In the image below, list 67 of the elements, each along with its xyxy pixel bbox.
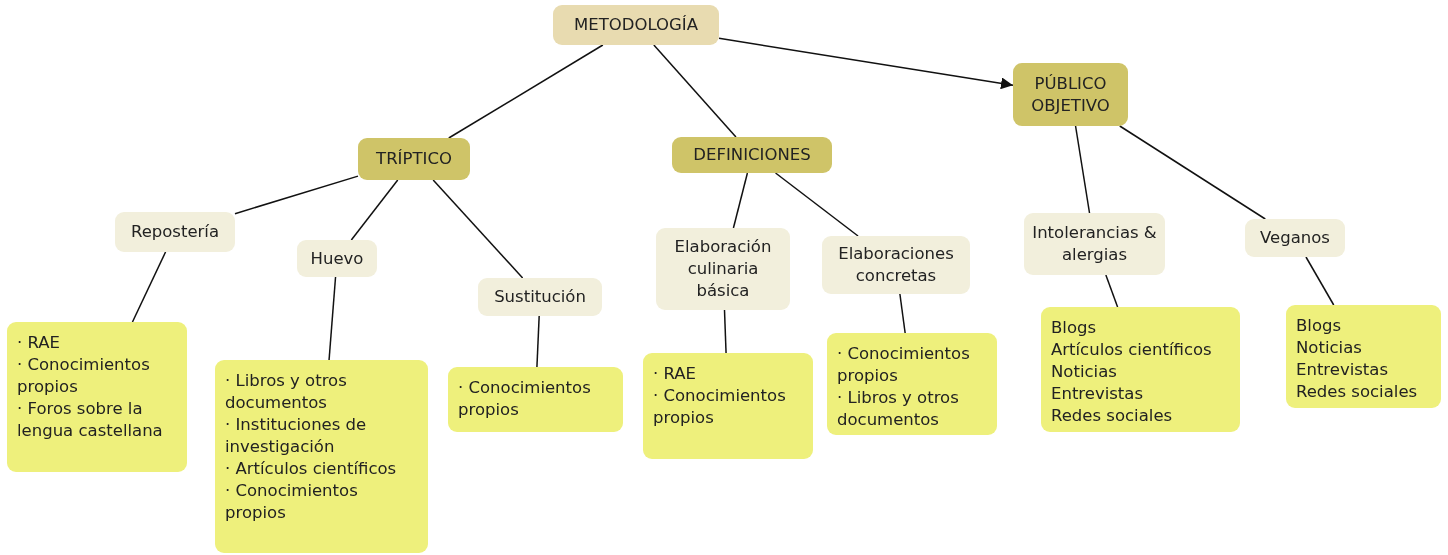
list-item: Redes sociales (1051, 405, 1173, 427)
node-label: DEFINICIONES (693, 144, 811, 166)
source-list-box (1041, 307, 1240, 432)
node-label: Veganos (1260, 227, 1330, 249)
topic-box (553, 5, 719, 45)
node-label: TRÍPTICO (376, 148, 452, 170)
subtopic-box (297, 240, 377, 277)
node-label: PÚBLICO OBJETIVO (1030, 72, 1111, 117)
subtopic-box (1245, 219, 1345, 257)
connector-line (536, 315, 540, 368)
node-label: Intolerancias & alergias (1031, 222, 1158, 266)
list-item: · RAE (653, 363, 696, 385)
subtopic-box (478, 278, 602, 316)
list-item: · Conocimientos propios (653, 385, 787, 429)
source-list-box (215, 360, 428, 553)
list-item: · Foros sobre la lengua castellana (17, 398, 164, 442)
connector-line (131, 251, 167, 323)
list-item: · Conocimientos propios (17, 354, 151, 398)
topic-box (358, 138, 470, 180)
list-item: · Conocimientos propios (837, 343, 971, 387)
source-list-box (1286, 305, 1441, 408)
list-item: · Libros y otros documentos (837, 387, 960, 431)
connector-line (234, 175, 359, 215)
connector-line (350, 179, 399, 241)
list-item: · Conocimientos propios (458, 377, 592, 421)
connector-line (1305, 256, 1335, 306)
list-item: · Instituciones de investigación (225, 414, 368, 458)
connector-line (899, 293, 906, 334)
connector-line (723, 309, 727, 354)
subtopic-box (656, 228, 790, 310)
node-label: Huevo (310, 247, 364, 270)
list-item: · RAE (17, 332, 60, 354)
node-label: Elaboración culinaria básica (673, 236, 773, 302)
list-item: Noticias (1296, 337, 1362, 359)
connector-line (1105, 274, 1119, 308)
connector-line (448, 44, 604, 139)
source-list-box (827, 333, 997, 435)
node-label: Elaboraciones concretas (837, 243, 955, 287)
list-item: Noticias (1051, 361, 1117, 383)
source-list-box (448, 367, 623, 432)
list-item: Blogs (1296, 315, 1342, 337)
list-item: · Libros y otros documentos (225, 370, 348, 414)
subtopic-box (1024, 213, 1165, 275)
list-item: Entrevistas (1296, 359, 1389, 381)
node-label: METODOLOGÍA (574, 14, 698, 36)
source-list-box (643, 353, 813, 459)
subtopic-box (822, 236, 970, 294)
node-label: Repostería (130, 221, 220, 243)
list-item: Artículos científicos (1051, 339, 1212, 361)
connector-line (732, 172, 749, 229)
list-item: Entrevistas (1051, 383, 1144, 405)
arrow (718, 37, 1014, 90)
topic-box (1013, 63, 1128, 126)
source-list-box (7, 322, 187, 472)
connector-line (774, 172, 859, 237)
connector-line (1119, 125, 1267, 220)
connector-line (1074, 125, 1091, 214)
connector-line (328, 276, 337, 361)
subtopic-box (115, 212, 235, 252)
list-item: · Artículos científicos (225, 458, 397, 480)
list-item: · Conocimientos propios (225, 480, 359, 524)
node-label: Sustitución (494, 286, 586, 308)
connector-line (653, 44, 737, 138)
list-item: Blogs (1051, 317, 1097, 339)
connector-line (432, 179, 524, 279)
topic-box (672, 137, 832, 173)
list-item: Redes sociales (1296, 381, 1418, 403)
